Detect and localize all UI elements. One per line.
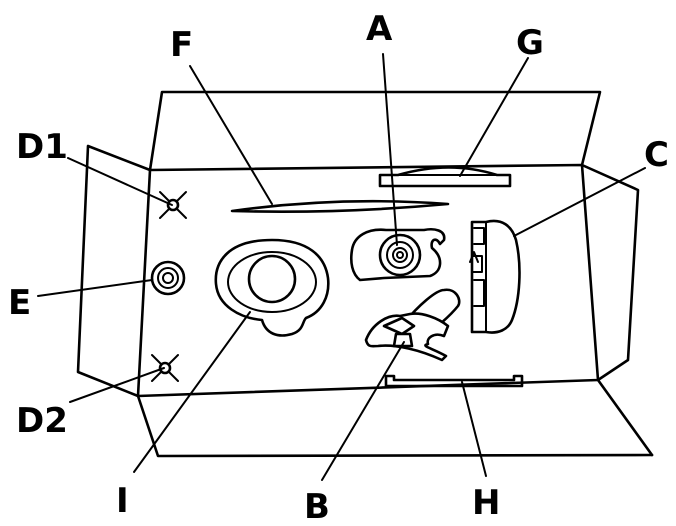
label-f: F <box>170 25 193 65</box>
bottom-flap <box>136 394 654 458</box>
leader-f <box>189 65 273 205</box>
part-e-button <box>150 260 186 296</box>
label-c: C <box>644 135 669 175</box>
leader-h <box>461 381 487 477</box>
label-e: E <box>8 283 31 323</box>
part-f-blade <box>230 199 450 213</box>
part-h-bar <box>384 374 524 388</box>
leader-d2 <box>69 367 165 403</box>
part-c-body <box>469 219 521 334</box>
top-flap <box>148 90 602 172</box>
part-a-wheel <box>349 228 446 282</box>
leader-lines <box>37 53 646 481</box>
left-flap <box>76 144 152 398</box>
leader-g <box>459 57 529 177</box>
part-b-handle <box>364 288 461 362</box>
label-g: G <box>516 23 544 63</box>
leader-e <box>37 279 153 297</box>
label-b: B <box>304 487 330 526</box>
part-i-lid <box>214 238 330 337</box>
leader-b <box>321 341 405 481</box>
label-d1: D1 <box>16 127 68 167</box>
label-i: I <box>116 481 129 521</box>
label-a: A <box>366 9 393 49</box>
leader-a <box>382 53 398 246</box>
label-h: H <box>472 483 500 523</box>
labels: F A G C D1 E D2 I B H <box>8 9 669 526</box>
leader-d1 <box>67 157 173 206</box>
part-g-clip <box>378 166 512 188</box>
leader-c <box>513 167 646 237</box>
label-d2: D2 <box>16 401 68 441</box>
part-d2-marker <box>151 354 179 382</box>
leader-i <box>133 311 251 473</box>
